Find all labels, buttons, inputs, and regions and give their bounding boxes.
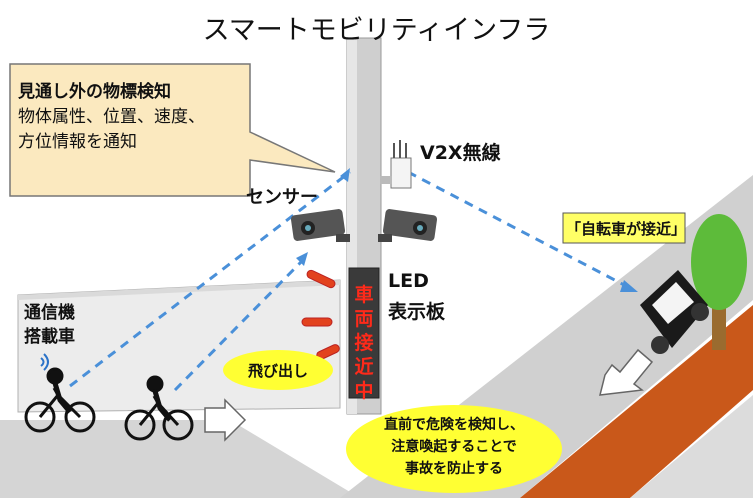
cyclist-2-icon bbox=[124, 375, 194, 441]
led-panel bbox=[348, 267, 380, 399]
note-text: 直前で危険を検知し、 注意喚起することで 事故を防止する bbox=[350, 414, 558, 480]
bicycle-approach-box bbox=[562, 212, 686, 244]
callout-heading: 見通し外の物標検知 bbox=[18, 82, 171, 102]
tree-icon bbox=[691, 214, 747, 350]
white-arrow-down-left bbox=[599, 348, 654, 396]
road bbox=[0, 420, 360, 498]
led-char: 車 bbox=[354, 284, 374, 306]
motion-mark bbox=[306, 269, 336, 289]
page-title: スマートモビリティインフラ bbox=[202, 15, 551, 46]
callout-text: 見通し外の物標検知 物体属性、位置、速度、 方位情報を通知 bbox=[18, 80, 238, 155]
signal-icon bbox=[40, 353, 49, 371]
note-oval bbox=[346, 405, 562, 493]
led-char: 両 bbox=[354, 308, 374, 330]
vehicle-label-line1: 通信機 bbox=[24, 303, 75, 323]
car-icon bbox=[640, 270, 709, 354]
motion-mark bbox=[301, 317, 333, 327]
note-line-2: 注意喚起することで bbox=[391, 439, 517, 455]
white-arrow-right bbox=[204, 398, 247, 442]
led-char: 近 bbox=[354, 356, 374, 378]
bike-lane bbox=[520, 305, 753, 498]
callout-box bbox=[9, 63, 336, 197]
sensor-label: センサー bbox=[246, 187, 318, 208]
v2x-device bbox=[380, 140, 412, 189]
note-line-3: 事故を防止する bbox=[405, 461, 503, 477]
dash-out-label: 飛び出し bbox=[247, 362, 308, 380]
led-label-line1: LED bbox=[388, 270, 429, 292]
led-char: 中 bbox=[354, 380, 374, 402]
led-label-line2: 表示板 bbox=[388, 301, 446, 323]
camera-left-icon bbox=[290, 209, 350, 242]
dash-out-oval bbox=[223, 350, 333, 390]
cyclist-1-icon bbox=[24, 367, 96, 433]
vehicle-label-line2: 搭載車 bbox=[24, 327, 75, 347]
callout-line-1: 物体属性、位置、速度、 bbox=[18, 107, 205, 127]
bicycle-approach-label: 「自転車が接近」 bbox=[566, 220, 687, 238]
arrow-sensor-1 bbox=[69, 170, 351, 388]
led-display-text: 車 両 接 近 中 bbox=[350, 283, 378, 403]
camera-right-icon bbox=[378, 209, 438, 242]
led-char: 接 bbox=[354, 332, 374, 354]
sidewalk bbox=[630, 395, 753, 498]
callout-line-2: 方位情報を通知 bbox=[18, 132, 137, 152]
arrow-v2x bbox=[407, 170, 631, 290]
note-line-1: 直前で危険を検知し、 bbox=[384, 417, 524, 433]
v2x-label: V2X無線 bbox=[420, 142, 501, 164]
